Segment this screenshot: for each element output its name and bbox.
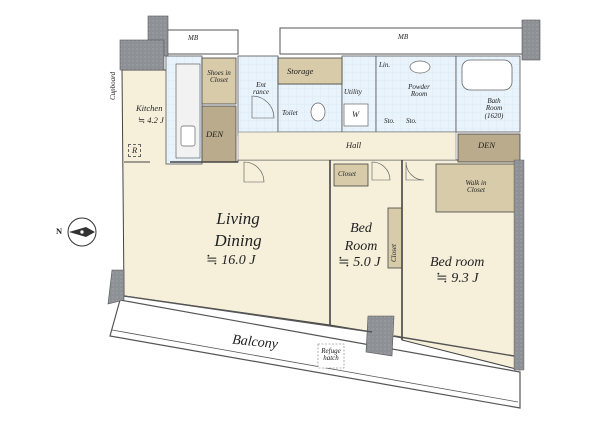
bath-room-label: Bath Room (1620) — [484, 97, 504, 120]
mb-right-label: MB — [398, 33, 409, 41]
cupboard-label: Cupboard — [109, 71, 117, 100]
walk-in-closet-block — [435, 163, 517, 213]
living-area-label: ≒ 16.0 J — [206, 253, 256, 268]
wall-right-column — [513, 159, 525, 371]
door-swing-entrance — [251, 95, 275, 119]
storage-block — [277, 57, 343, 85]
wall-left-column — [107, 269, 125, 305]
bed-room-large-area-label: ≒ 9.3 J — [436, 271, 479, 286]
toilet-bowl — [310, 102, 326, 122]
storage-small-1-label: Sto. — [384, 117, 395, 125]
door-swing-bed-small — [371, 161, 391, 181]
wall-bottom-column — [365, 315, 395, 357]
basin — [409, 60, 431, 74]
door-swing-bed-large — [405, 161, 425, 181]
living-dining-label: Living Dining — [214, 209, 262, 251]
linen-label: Lin. — [379, 61, 391, 69]
washer-label: W — [352, 109, 360, 119]
compass-north-label: N — [56, 226, 63, 236]
den-right-label: DEN — [478, 140, 495, 150]
toilet-floor — [277, 83, 343, 133]
hall-label: Hall — [346, 140, 362, 150]
storage-small-2-label: Sto. — [406, 117, 417, 125]
powder-room-label: Powder Room — [408, 83, 430, 99]
closet-top-label: Closet — [338, 170, 356, 178]
wall-top-right-column — [521, 19, 541, 61]
entrance-label: Ent rance — [253, 81, 269, 97]
powder-room-floor — [375, 55, 457, 133]
wall-left-upper — [119, 39, 165, 71]
hall-floor — [237, 131, 457, 161]
kitchen-area-label: ≒ 4.2 J — [138, 115, 164, 125]
compass-icon — [67, 217, 97, 247]
den-left-label: DEN — [206, 129, 223, 139]
mb-left-label: MB — [188, 34, 199, 42]
bed-room-small-label: Bed Room — [344, 221, 378, 255]
shoes-closet-block — [201, 57, 237, 105]
toilet-label: Toilet — [282, 109, 298, 117]
closet-top-block — [333, 163, 369, 187]
kitchen-label: Kitchen — [136, 103, 163, 113]
kitchen-sink — [180, 125, 196, 147]
utility-label: Utility — [344, 88, 362, 96]
bed-room-large-label: Bed room — [430, 255, 485, 270]
bed-room-small-area-label: ≒ 5.0 J — [338, 255, 381, 270]
washer-box — [343, 103, 369, 127]
refuge-hatch-label: Refuge hatch — [321, 347, 341, 363]
closet-side-label: Closet — [390, 244, 398, 262]
door-swing-living — [243, 161, 265, 183]
refuge-hatch-box — [317, 343, 345, 369]
storage-label: Storage — [287, 66, 314, 76]
den-right-block — [457, 133, 521, 163]
fridge-label: R — [128, 144, 142, 157]
shoes-closet-label: Shoes in Closet — [207, 69, 231, 85]
mb-right-area — [279, 27, 529, 55]
bathtub — [461, 59, 513, 91]
walk-in-closet-label: Walk in Closet — [465, 179, 487, 195]
